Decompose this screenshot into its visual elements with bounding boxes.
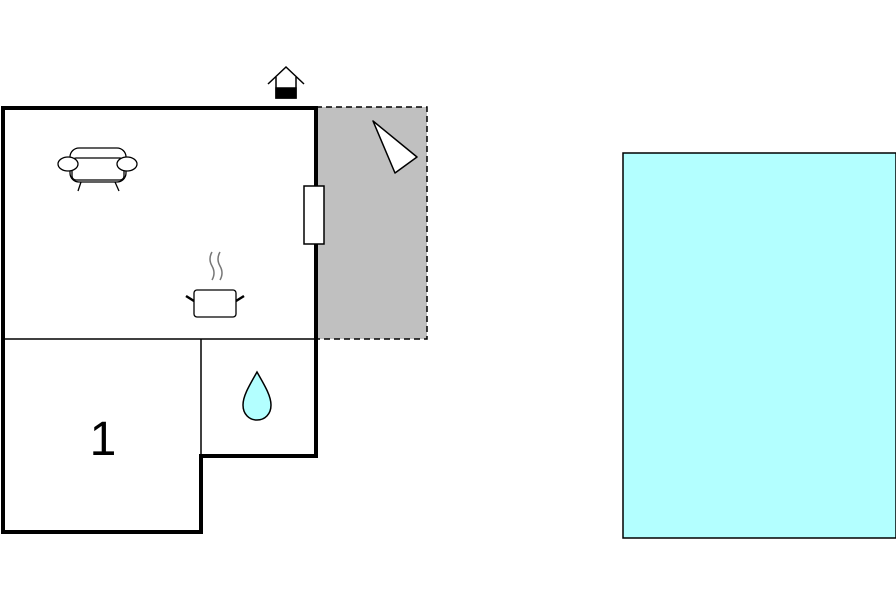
entrance-icon bbox=[267, 65, 305, 99]
cooking-pot-icon bbox=[185, 251, 245, 318]
house-walls bbox=[1, 106, 318, 534]
sunshade-icon bbox=[372, 120, 418, 174]
terrace-area bbox=[315, 106, 428, 340]
sofa-icon bbox=[57, 147, 138, 192]
swimming-pool bbox=[622, 152, 896, 539]
water-drop-icon bbox=[242, 370, 272, 421]
bedroom-number: 1 bbox=[90, 413, 117, 466]
terrace-door bbox=[303, 185, 325, 245]
